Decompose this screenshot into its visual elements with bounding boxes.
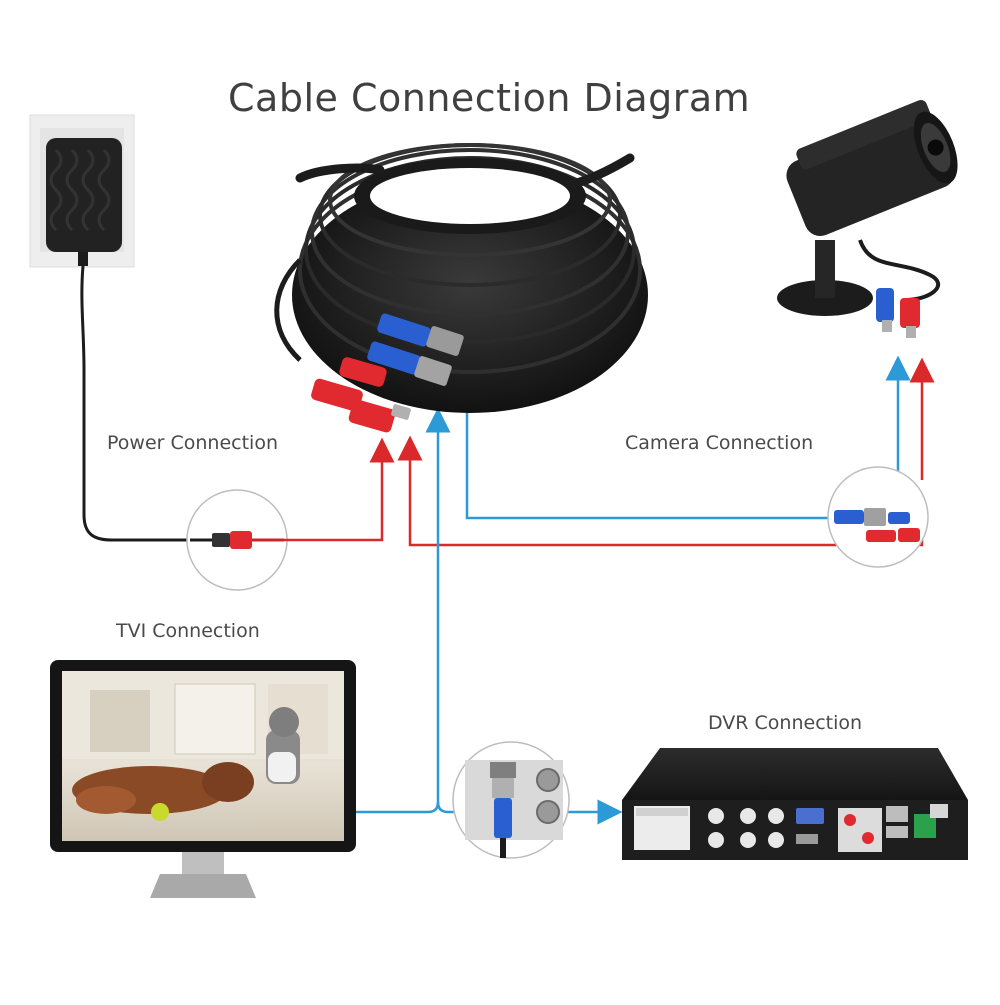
dc-connector-icon [311,357,411,433]
video-line-camera [454,379,835,520]
dvr-icon [622,748,968,860]
page-title: Cable Connection Diagram [228,76,751,120]
camera-zoom-circle [827,466,929,568]
video-line-monitor [355,407,451,814]
camera-connection-label: Camera Connection [625,432,814,454]
power-zoom-circle [186,489,288,591]
dvr-connection-label: DVR Connection [708,712,863,734]
bnc-connector-icon [367,313,464,386]
adapter-cable [80,265,190,542]
tvi-connection-label: TVI Connection [116,620,260,642]
power-line-adapter [284,437,395,542]
monitor-icon [50,660,356,898]
power-connection-label: Power Connection [107,432,278,454]
video-line-dvr [436,801,462,814]
dvr-zoom-circle [452,741,570,859]
camera-icon [777,99,958,338]
cable-coil-icon [274,143,648,413]
power-adapter-icon [29,114,135,268]
